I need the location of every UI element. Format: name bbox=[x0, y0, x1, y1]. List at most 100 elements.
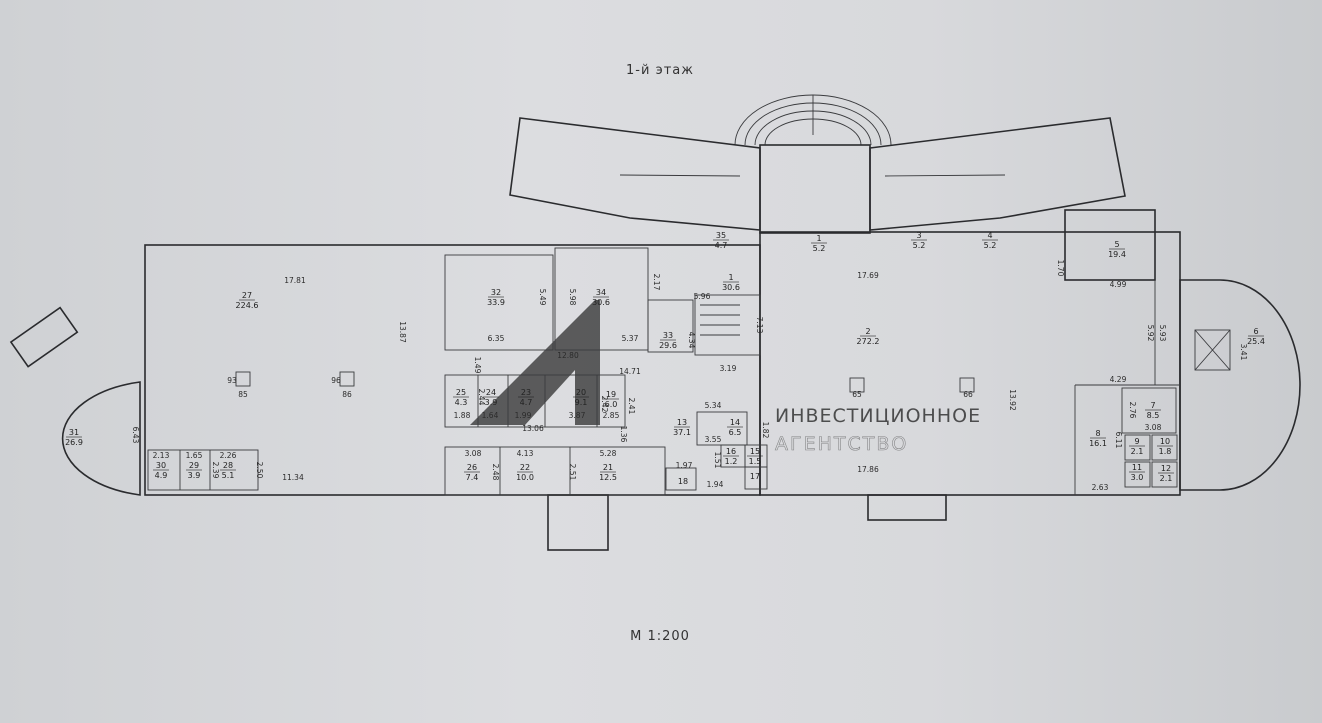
room-number: 12 bbox=[1161, 464, 1171, 473]
room-label: 196.0 bbox=[603, 390, 619, 409]
room-area: 9.1 bbox=[575, 398, 588, 407]
column-label: 86 bbox=[342, 390, 352, 399]
dimension-label: 2.42 bbox=[600, 396, 609, 413]
room-label: 625.4 bbox=[1247, 327, 1265, 346]
room-label: 161.2 bbox=[723, 447, 739, 466]
room-number: 4 bbox=[987, 231, 992, 240]
room-number: 16 bbox=[726, 447, 736, 456]
dimension-label: 5.92 bbox=[1146, 325, 1155, 342]
room-number: 32 bbox=[491, 288, 501, 297]
room-number: 8 bbox=[1095, 429, 1100, 438]
room-area: 5.2 bbox=[984, 241, 997, 250]
column-label: 96 bbox=[331, 376, 341, 385]
room-number: 24 bbox=[486, 388, 496, 397]
room-area: 16.1 bbox=[1089, 439, 1107, 448]
agency-logo-icon bbox=[470, 300, 600, 425]
room-number: 35 bbox=[716, 231, 726, 240]
amphitheater-steps bbox=[734, 94, 892, 146]
partitions bbox=[147, 247, 1231, 496]
dimension-label: 13.06 bbox=[522, 424, 544, 433]
room-area: 25.4 bbox=[1247, 337, 1265, 346]
room-area: 7.4 bbox=[466, 473, 479, 482]
room-label: 45.2 bbox=[982, 231, 998, 250]
room-label: 101.8 bbox=[1157, 437, 1173, 456]
room-label: 254.3 bbox=[453, 388, 469, 407]
plan-scale: М 1:200 bbox=[630, 629, 690, 644]
room-number: 27 bbox=[242, 291, 252, 300]
dimension-label: 13.92 bbox=[1008, 389, 1017, 411]
left-wing-ramp bbox=[509, 117, 761, 231]
dimension-label: 3.87 bbox=[569, 411, 586, 420]
room-number: 10 bbox=[1160, 437, 1170, 446]
room-label: 35.2 bbox=[911, 231, 927, 250]
right-block bbox=[759, 231, 1181, 496]
dimension-label: 3.19 bbox=[720, 364, 737, 373]
room-label: 243.9 bbox=[483, 388, 499, 407]
dimension-label: 14.71 bbox=[619, 367, 641, 376]
room-area: 4.3 bbox=[455, 398, 468, 407]
room-number: 31 bbox=[69, 428, 79, 437]
dimension-label: 1.36 bbox=[619, 426, 628, 443]
room-label: 267.4 bbox=[464, 463, 480, 482]
room-area: 6.0 bbox=[605, 400, 618, 409]
dimension-label: 3.08 bbox=[465, 449, 482, 458]
room-number: 30 bbox=[156, 461, 166, 470]
room-label: 354.7 bbox=[713, 231, 729, 250]
dimension-label: 17.81 bbox=[284, 276, 306, 285]
dimension-label: 2.26 bbox=[220, 451, 237, 460]
room-number: 5 bbox=[1114, 240, 1119, 249]
dimension-label: 4.99 bbox=[1110, 280, 1127, 289]
column-label: 93 bbox=[227, 376, 237, 385]
room-label: 304.9 bbox=[153, 461, 169, 480]
room-number: 21 bbox=[603, 463, 613, 472]
dimension-label: 4.34 bbox=[687, 332, 696, 349]
room-label: 78.5 bbox=[1145, 401, 1161, 420]
room-area: 33.9 bbox=[487, 298, 505, 307]
dimension-label: 6.35 bbox=[488, 334, 505, 343]
watermark-line1: ИНВЕСТИЦИОННОЕ bbox=[775, 405, 981, 427]
dimension-label: 5.49 bbox=[538, 289, 547, 306]
room-18-label: 18 bbox=[678, 477, 688, 486]
room-number: 7 bbox=[1150, 401, 1155, 410]
dimension-label: 5.37 bbox=[622, 334, 639, 343]
room-area: 4.7 bbox=[520, 398, 533, 407]
plan-title: 1-й этаж bbox=[626, 63, 694, 78]
column-label: 65 bbox=[852, 390, 862, 399]
left-block bbox=[144, 244, 761, 496]
dimension-label: 2.17 bbox=[652, 274, 661, 291]
room-area: 1.8 bbox=[1159, 447, 1172, 456]
room-label: 92.1 bbox=[1129, 437, 1145, 456]
dimension-label: 5.96 bbox=[694, 292, 711, 301]
dimension-label: 2.85 bbox=[603, 411, 620, 420]
room-label: 285.1 bbox=[220, 461, 236, 480]
room-area: 10.0 bbox=[516, 473, 534, 482]
dimension-label: 6.11 bbox=[1114, 432, 1123, 449]
dimension-label: 3.41 bbox=[1239, 344, 1248, 361]
room-number: 2 bbox=[865, 327, 870, 336]
dimension-label: 2.13 bbox=[153, 451, 170, 460]
room-label: 209.1 bbox=[573, 388, 589, 407]
dimension-label: 5.93 bbox=[1158, 325, 1167, 342]
dimension-label: 1.97 bbox=[676, 461, 693, 470]
room-area: 3.0 bbox=[1131, 473, 1144, 482]
column-label: 66 bbox=[963, 390, 973, 399]
right-rotunda bbox=[1179, 279, 1301, 491]
room-area: 1.2 bbox=[725, 457, 738, 466]
room-number: 6 bbox=[1253, 327, 1258, 336]
room-area: 30.6 bbox=[722, 283, 740, 292]
room-area: 2.1 bbox=[1131, 447, 1144, 456]
watermark-line2: АГЕНТСТВО bbox=[775, 433, 908, 455]
room-number: 33 bbox=[663, 331, 673, 340]
room-label: 519.4 bbox=[1108, 240, 1126, 259]
dimension-label: 1.99 bbox=[515, 411, 532, 420]
room-area: 8.5 bbox=[1147, 411, 1160, 420]
dimension-label: 6.43 bbox=[131, 427, 140, 444]
dimension-label: 3.55 bbox=[705, 435, 722, 444]
dimension-label: 1.49 bbox=[473, 357, 482, 374]
room-number: 29 bbox=[189, 461, 199, 470]
dimension-label: 1.82 bbox=[761, 422, 770, 439]
